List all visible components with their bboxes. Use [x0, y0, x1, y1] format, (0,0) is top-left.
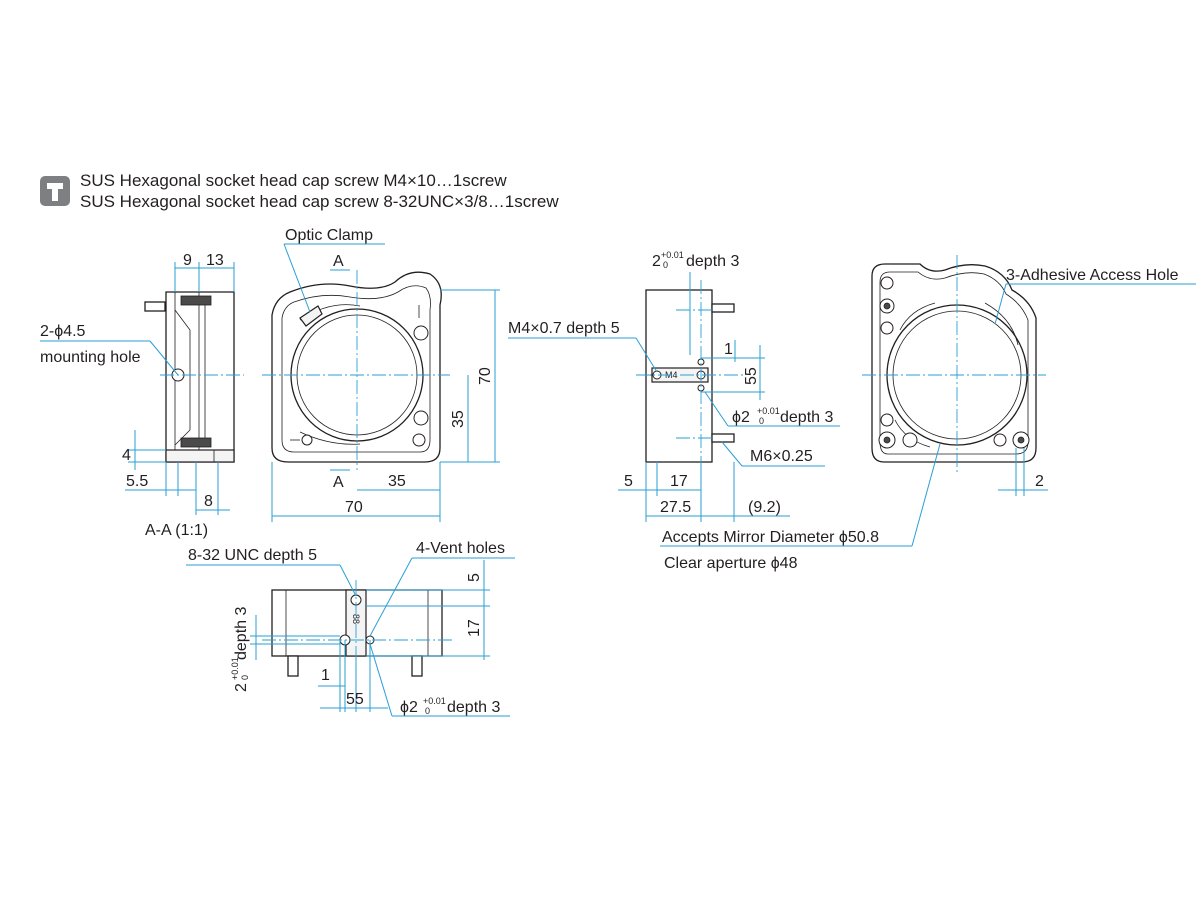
side-view: M4 2 +0.01 0 depth 3 M4×0.7 depth 5 1 55…: [508, 250, 840, 522]
side-hole-top-tol: +0.01: [661, 250, 684, 260]
top-vert-tol: +0.01: [230, 657, 240, 680]
side-hole-top-depth: depth 3: [686, 253, 739, 270]
section-mark-top: A: [333, 253, 344, 270]
mount-hole-desc: mounting hole: [40, 349, 141, 366]
top-dim-1: 1: [321, 667, 330, 684]
side-dim-27-5: 27.5: [660, 499, 691, 516]
dim-70-width: 70: [345, 499, 363, 516]
adhesive-label: 3-Adhesive Access Hole: [1006, 267, 1179, 284]
accessory-line-1: SUS Hexagonal socket head cap screw M4×1…: [80, 171, 507, 190]
front-view: A A Optic Clamp 70 35 35 70: [262, 227, 500, 522]
dim-35-width: 35: [388, 473, 406, 490]
mirror-diameter-label: Accepts Mirror Diameter ϕ50.8: [662, 529, 879, 546]
section-mark-bottom: A: [333, 474, 344, 491]
mount-hole-label: 2-ϕ4.5: [40, 323, 86, 340]
dim-70-height: 70: [477, 367, 494, 385]
side-hole-mid-tol-low: 0: [759, 416, 764, 426]
back-view: 3-Adhesive Access Hole 2 Accepts Mirror …: [660, 255, 1196, 572]
top-view: 88 8-32 UNC depth 5 4-Vent holes 5 17 2 …: [186, 540, 515, 717]
top-hole-base: ϕ2: [400, 699, 418, 716]
top-dim-17: 17: [466, 619, 483, 637]
dim-5-5-label: 5.5: [126, 473, 148, 490]
top-hole-depth: depth 3: [447, 699, 500, 716]
section-view-a-a: 9 13 2-ϕ4.5 mounting hole 4 5.5 8 A-A (1…: [40, 252, 244, 539]
accessory-line-2: SUS Hexagonal socket head cap screw 8-32…: [80, 192, 559, 211]
top-dim-5: 5: [466, 573, 483, 582]
back-dim-2: 2: [1035, 473, 1044, 490]
section-caption: A-A (1:1): [145, 522, 208, 539]
dim-35-height: 35: [450, 410, 467, 428]
top-vert-depth: depth 3: [233, 607, 250, 660]
top-vert-base: 2: [233, 683, 250, 692]
side-hole-top-base: 2: [652, 253, 661, 270]
side-hole-mid-depth: depth 3: [780, 409, 833, 426]
side-hole-mid-base: ϕ2: [732, 409, 750, 426]
side-hole-mid-tol: +0.01: [757, 406, 780, 416]
clear-aperture-label: Clear aperture ϕ48: [664, 555, 798, 572]
top-hole-tol-low: 0: [425, 706, 430, 716]
optic-clamp-label: Optic Clamp: [285, 227, 373, 244]
side-hole-top-tol-low: 0: [663, 260, 668, 270]
top-vert-tol-low: 0: [240, 675, 250, 680]
vent-holes-label: 4-Vent holes: [416, 540, 505, 557]
side-dim-9-2: (9.2): [748, 499, 781, 516]
dim-13-label: 13: [206, 252, 224, 269]
dim-8-label: 8: [204, 493, 213, 510]
unc-label: 8-32 UNC depth 5: [188, 547, 317, 564]
top-hole-tol: +0.01: [423, 696, 446, 706]
m6-thread-label: M6×0.25: [750, 448, 813, 465]
side-dim-17: 17: [670, 473, 688, 490]
m4-thread-label: M4×0.7 depth 5: [508, 320, 620, 337]
side-dim-55: 55: [743, 367, 760, 385]
side-dim-1: 1: [724, 341, 733, 358]
dim-9-label: 9: [183, 252, 192, 269]
dim-4-label: 4: [122, 447, 131, 464]
side-dim-5: 5: [624, 473, 633, 490]
top-dim-55: 55: [346, 691, 364, 708]
hex-key-icon: [40, 176, 70, 206]
